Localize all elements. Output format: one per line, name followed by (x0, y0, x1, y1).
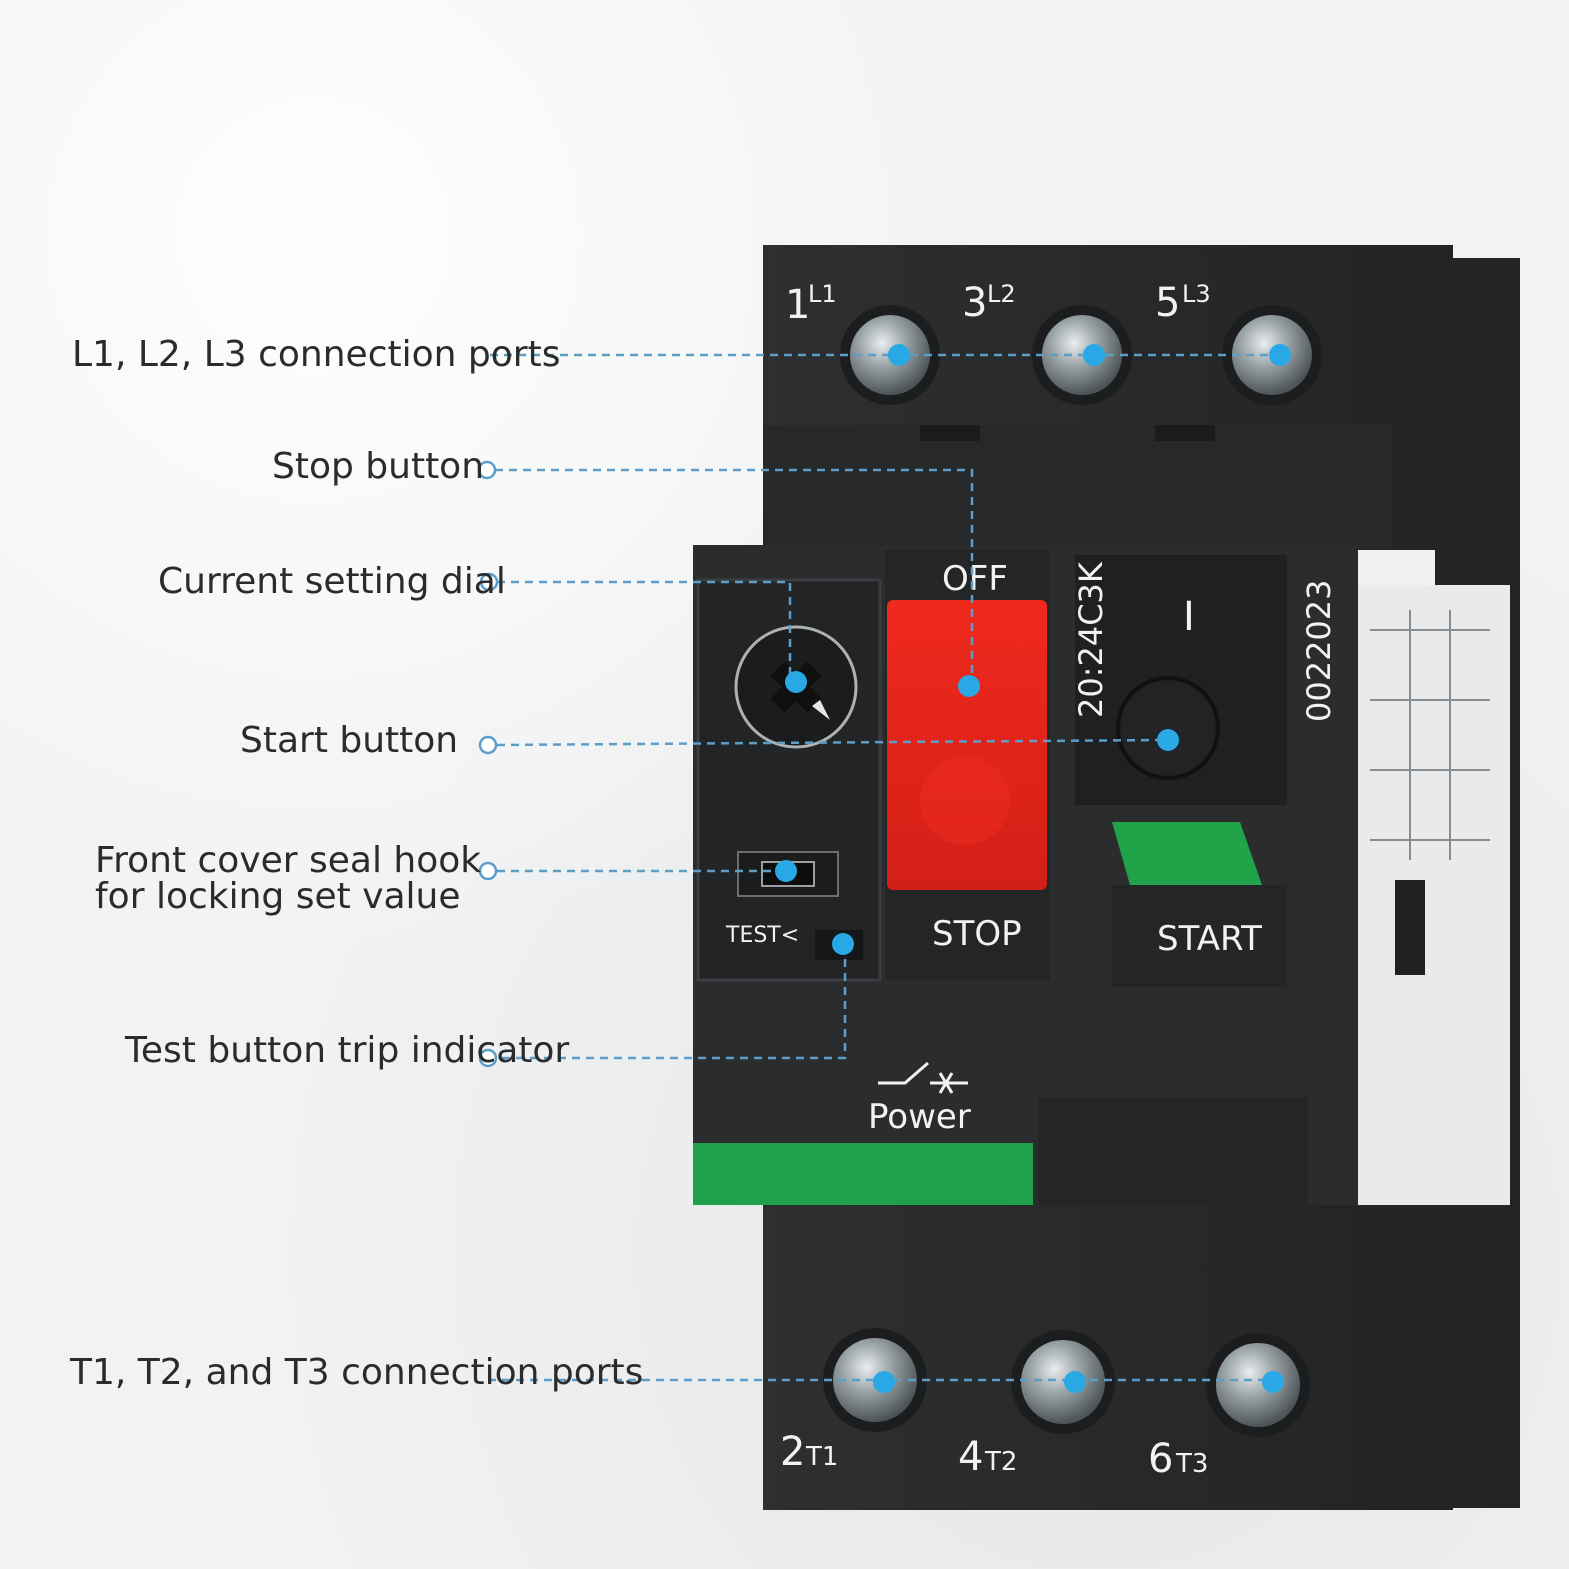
label-start-button: Start button (240, 720, 459, 761)
callout-dot-seal (775, 860, 797, 882)
callout-dot-l2 (1083, 344, 1105, 366)
label-t-ports: T1, T2, and T3 connection ports (70, 1352, 644, 1393)
callout-dot-start (1157, 729, 1179, 751)
side-label-lines (1370, 610, 1490, 860)
stop-button[interactable] (887, 600, 1047, 890)
callout-dot-test (832, 933, 854, 955)
label-stop-button: Stop button (272, 446, 485, 487)
callout-dot-t2 (1064, 1371, 1086, 1393)
callout-dot-l1 (888, 344, 910, 366)
terminal-6: 6 (1148, 1436, 1173, 1482)
code-right: 0022023 (1300, 579, 1338, 722)
terminal-l3: L3 (1182, 280, 1211, 308)
power-symbol-icon (878, 1061, 968, 1094)
terminal-t2: T2 (984, 1447, 1017, 1477)
terminal-l2: L2 (987, 280, 1016, 308)
dial-window (696, 578, 882, 982)
top-block-lower (763, 425, 1393, 550)
start-button[interactable] (1112, 822, 1262, 885)
terminal-3: 3 (962, 280, 987, 326)
callout-dot-t3 (1262, 1371, 1284, 1393)
dial-pointer (812, 700, 830, 720)
terminal-t1: T1 (805, 1442, 838, 1472)
power-label: Power (868, 1097, 971, 1137)
label-seal-hook-line2: for locking set value (95, 876, 461, 917)
code-left: 20:24C3K (1072, 561, 1110, 718)
green-strip (693, 1143, 1033, 1205)
terminal-l1: L1 (808, 280, 837, 308)
terminal-2: 2 (780, 1429, 805, 1475)
test-label: TEST< (725, 923, 799, 948)
terminal-5: 5 (1155, 280, 1180, 326)
front-lower-recess (1038, 1097, 1308, 1205)
callout-dot-dial (785, 671, 807, 693)
start-label: START (1157, 919, 1262, 959)
leader-line-start-circles (477, 460, 499, 1068)
terminal-1: 1 (785, 282, 810, 328)
side-slot (1395, 880, 1425, 975)
stop-label: STOP (932, 914, 1022, 954)
callout-dot-t1 (873, 1371, 895, 1393)
label-l-ports: L1, L2, L3 connection ports (72, 334, 561, 375)
label-seal-hook-line1: Front cover seal hook (95, 840, 482, 881)
on-mark: I (1183, 594, 1195, 640)
callout-dot-stop (958, 675, 980, 697)
terminal-4: 4 (958, 1434, 983, 1480)
side-label-sticker (1350, 585, 1510, 1205)
off-label: OFF (942, 559, 1008, 599)
bottom-terminal-screws (823, 1328, 1310, 1437)
label-test-indicator: Test button trip indicator (125, 1030, 570, 1071)
label-current-dial: Current setting dial (158, 561, 506, 602)
callout-dot-l3 (1269, 344, 1291, 366)
terminal-t3: T3 (1175, 1449, 1208, 1479)
callout-dots (775, 344, 1291, 1393)
